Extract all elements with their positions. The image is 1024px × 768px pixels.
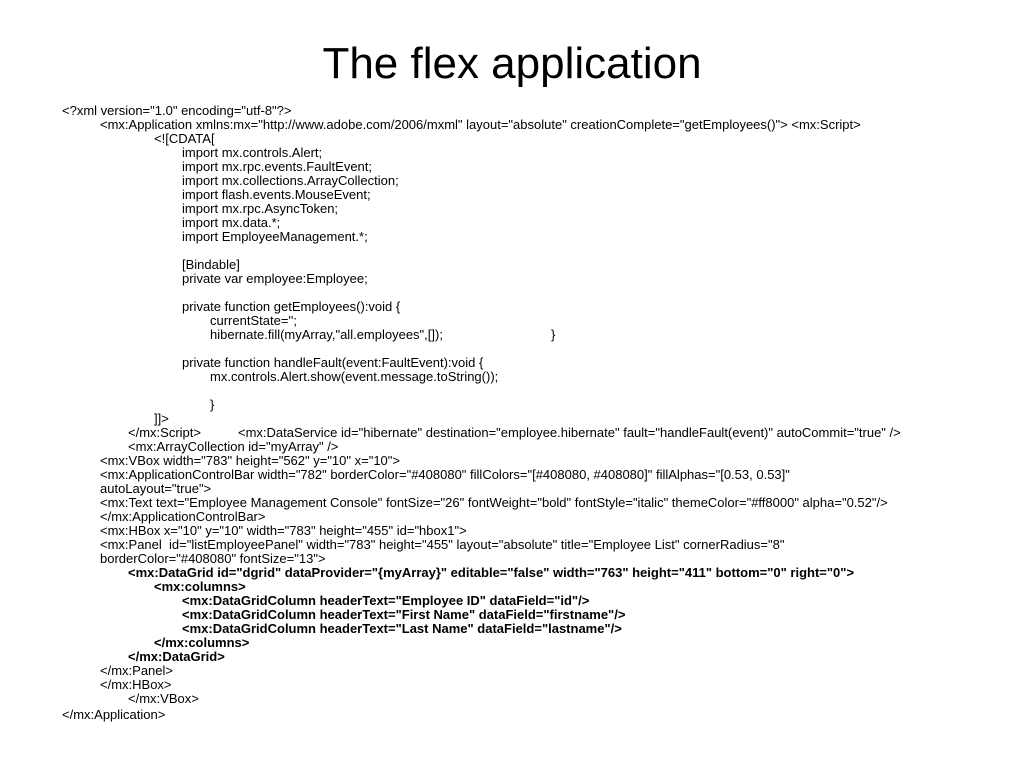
code-line: <mx:ApplicationControlBar width="782" bo… bbox=[100, 467, 790, 482]
code-line: [Bindable] bbox=[182, 257, 240, 272]
code-line-bold: <mx:DataGridColumn headerText="First Nam… bbox=[182, 607, 626, 622]
code-line: import mx.rpc.AsyncToken; bbox=[182, 201, 339, 216]
code-line: </mx:VBox> bbox=[128, 691, 199, 706]
code-line: <![CDATA[ bbox=[154, 131, 215, 146]
code-line: autoLayout="true"> bbox=[100, 481, 212, 496]
code-line-bold: <mx:DataGridColumn headerText="Employee … bbox=[182, 593, 590, 608]
code-line: </mx:Panel> bbox=[100, 663, 173, 678]
code-line: </mx:HBox> bbox=[100, 677, 172, 692]
code-line: } bbox=[551, 327, 556, 342]
code-line: import flash.events.MouseEvent; bbox=[182, 187, 371, 202]
code-line: private var employee:Employee; bbox=[182, 271, 368, 286]
code-line-bold: <mx:DataGrid id="dgrid" dataProvider="{m… bbox=[128, 565, 855, 580]
code-line: } bbox=[210, 397, 215, 412]
code-line: <mx:DataService id="hibernate" destinati… bbox=[238, 425, 901, 440]
code-line: <mx:VBox width="783" height="562" y="10"… bbox=[100, 453, 400, 468]
code-line: private function handleFault(event:Fault… bbox=[182, 355, 484, 370]
code-line: import mx.data.*; bbox=[182, 215, 281, 230]
code-line: </mx:Application> bbox=[62, 707, 166, 722]
code-line: <?xml version="1.0" encoding="utf-8"?> bbox=[62, 103, 292, 118]
code-line: import mx.controls.Alert; bbox=[182, 145, 323, 160]
code-line: <mx:Text text="Employee Management Conso… bbox=[100, 495, 888, 510]
code-line: mx.controls.Alert.show(event.message.toS… bbox=[210, 369, 499, 384]
code-line: import mx.rpc.events.FaultEvent; bbox=[182, 159, 373, 174]
code-line: import EmployeeManagement.*; bbox=[182, 229, 368, 244]
slide-title: The flex application bbox=[322, 39, 702, 88]
code-line-bold: <mx:DataGridColumn headerText="Last Name… bbox=[182, 621, 622, 636]
code-line: import mx.collections.ArrayCollection; bbox=[182, 173, 399, 188]
code-line: private function getEmployees():void { bbox=[182, 299, 401, 314]
code-line: <mx:ArrayCollection id="myArray" /> bbox=[128, 439, 339, 454]
code-line: <mx:HBox x="10" y="10" width="783" heigh… bbox=[100, 523, 467, 538]
code-line: currentState=''; bbox=[210, 313, 297, 328]
code-line: hibernate.fill(myArray,"all.employees",[… bbox=[210, 327, 443, 342]
code-line: <mx:Panel id="listEmployeePanel" width="… bbox=[100, 537, 785, 552]
code-line-bold: <mx:columns> bbox=[154, 579, 246, 594]
code-line: <mx:Application xmlns:mx="http://www.ado… bbox=[100, 117, 861, 132]
code-line: </mx:Script> bbox=[128, 425, 201, 440]
code-line-bold: </mx:DataGrid> bbox=[128, 649, 225, 664]
code-line: ]]> bbox=[154, 411, 169, 426]
code-line-bold: </mx:columns> bbox=[154, 635, 250, 650]
code-line: </mx:ApplicationControlBar> bbox=[100, 509, 266, 524]
code-line: borderColor="#408080" fontSize="13"> bbox=[100, 551, 326, 566]
